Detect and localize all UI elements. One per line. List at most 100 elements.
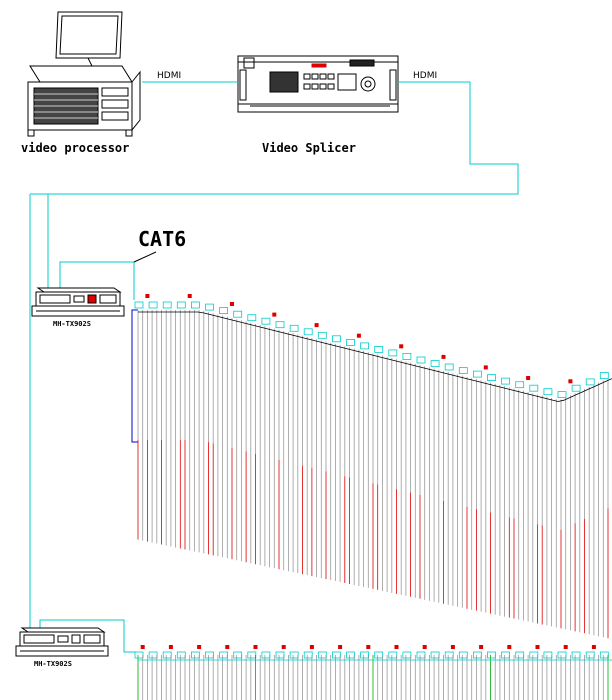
fixture-array-bottom [134,645,612,700]
fixture-box [557,651,567,659]
fixture-box [360,342,370,350]
fixture-box [303,328,313,336]
fixture-node [591,645,596,649]
fixture-box [416,356,426,364]
fixture-box [303,651,313,659]
fixture-box [233,651,243,659]
fixture-box [176,301,186,309]
fixture-node [140,645,145,649]
fixture-array-top [131,294,612,639]
fixture-node [314,323,319,328]
fixture-node [187,294,192,298]
fixture-node [568,379,573,384]
fixture-box [247,651,257,659]
fixture-box [388,651,398,659]
fixture-box [219,651,229,659]
fixture-box [148,301,158,309]
fixture-box [205,651,214,659]
fixture-box [289,651,299,659]
fixture-box [261,651,271,659]
transmitter-bottom-icon [15,627,109,657]
fixture-box [529,651,539,659]
fixture-box [458,651,468,659]
fixture-box [346,651,355,659]
fixture-box [571,651,581,659]
fixture-box [571,384,581,392]
fixture-node [230,302,234,306]
fixture-box [416,651,426,659]
fixture-box [529,384,539,392]
fixture-box [543,651,553,659]
fixture-box [331,651,341,659]
fixture-box [599,372,609,379]
fixture-box [219,307,229,315]
fixture-box [402,651,412,659]
fixture-box [233,310,243,318]
cable-network [29,81,519,653]
fixture-node [441,354,446,359]
transmitter-bottom-label: MH-TX902S [34,660,72,668]
fixture-box [346,338,355,346]
fixture-box [444,363,454,371]
fixture-node [507,645,512,649]
fixture-box [205,303,214,311]
fixture-node [483,365,488,370]
fixture-node [145,294,150,298]
array-top-support [138,311,612,402]
transmitter-top-icon [31,287,125,317]
fixture-box [430,360,440,367]
fixture-box [557,391,567,399]
fixture-box [247,314,257,322]
fixture-box [331,335,341,343]
video-processor-icon [27,11,141,137]
transmitter-top-label: MH-TX902S [53,320,91,328]
fixture-box [317,331,327,339]
fixture-box [487,651,496,659]
fixture-box [501,651,511,659]
fixture-box [317,651,327,659]
fixture-box [134,301,144,309]
fixture-box [543,388,553,396]
fixture-box [388,349,398,357]
hdmi-label-left: HDMI [157,71,181,81]
fixture-node [450,645,455,649]
fixture-box [458,367,468,375]
fixture-box [275,651,285,659]
fixture-box [599,651,609,659]
fixture-box [501,377,511,385]
fixture-node [168,645,173,649]
fixture-box [472,370,482,378]
fixture-box [261,317,271,325]
array-left-bracket [131,309,138,443]
fixture-node [356,333,361,338]
fixture-node [563,645,568,649]
fixture-box [487,374,496,382]
fixture-box [176,651,186,659]
fixture-box [374,345,384,353]
fixture-node [225,645,230,649]
fixture-node [526,376,531,380]
fixture-node [366,645,371,649]
video-processor-label: video processor [21,141,129,155]
fixture-box [515,651,525,659]
fixture-node [479,645,484,649]
fixture-node [394,645,399,649]
fixture-node [535,645,540,649]
fixture-box [289,324,299,332]
fixture-box [275,321,285,329]
fixture-node [197,645,202,649]
fixture-box [444,651,454,659]
cat6-label: CAT6 [138,227,186,251]
fixture-node [338,645,343,649]
fixture-node [309,645,314,649]
fixture-box [472,651,482,659]
fixture-box [190,301,200,309]
fixture-node [253,645,258,649]
fixture-node [399,344,404,349]
video-splicer-icon [237,55,399,113]
video-splicer-label: Video Splicer [262,141,356,155]
fixture-box [190,651,200,659]
fixture-box [585,378,595,386]
fixture-box [374,651,384,659]
